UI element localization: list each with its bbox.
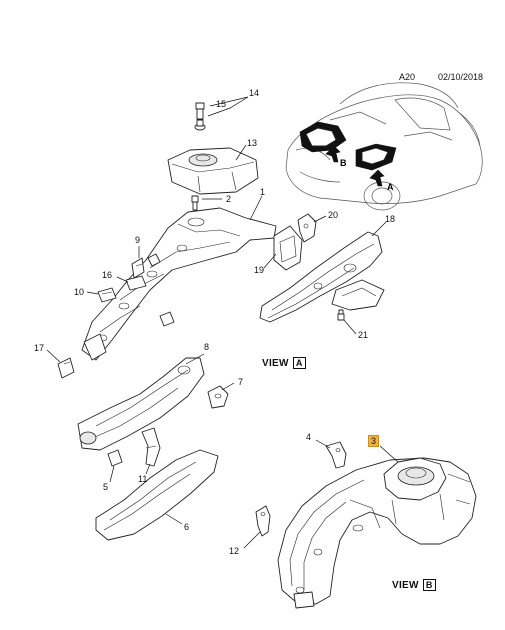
callout-6: 6 [184,522,190,532]
diagram-code: A20 [399,72,416,82]
bolt-2 [191,195,199,211]
bracket-4 [325,441,347,469]
nut-21 [337,309,345,321]
view-b-prefix: VIEW [392,580,419,591]
strut-mount-13 [167,147,259,195]
callout-20: 20 [328,210,339,220]
diagram-date: 02/10/2018 [438,72,484,82]
bracket-11 [141,427,161,467]
callout-21: 21 [358,330,369,340]
bracket-9 [131,257,145,279]
callout-18: 18 [385,214,396,224]
bracket-19 [273,225,303,271]
view-b-label: VIEW B [392,579,436,591]
upper-rail-18 [259,231,385,323]
bolt-14-15 [194,102,206,131]
bracket-7 [207,385,229,409]
callout-11: 11 [138,474,148,484]
bracket-12 [255,505,271,537]
bracket-16 [125,275,147,291]
callout-15: 15 [216,99,227,109]
bracket-20 [297,213,317,243]
callout-3-highlighted: 3 [368,435,380,447]
lower-rail-8 [77,357,205,451]
callout-2: 2 [226,194,232,204]
view-a-prefix: VIEW [262,358,289,369]
view-a-letter: A [292,357,306,369]
vehicle-outline [285,82,483,211]
callout-9: 9 [135,235,141,245]
view-b-letter: B [422,579,436,591]
callout-19: 19 [254,265,265,275]
callout-4: 4 [306,432,312,442]
callout-16: 16 [102,270,113,280]
view-b-arrow-label: B [340,158,347,168]
view-a-arrow-label: A [387,182,394,192]
callout-14: 14 [249,88,260,98]
callout-10: 10 [74,287,85,297]
bracket-5 [107,449,123,467]
wheelhouse-3 [277,457,477,609]
callout-17: 17 [34,343,45,353]
rail-extension-6 [95,449,219,541]
bracket-17 [57,357,75,379]
callout-1: 1 [260,187,266,197]
callout-8: 8 [204,342,210,352]
callout-13: 13 [247,138,258,148]
bracket-10 [97,287,117,303]
callout-7: 7 [238,377,244,387]
front-apron-1 [81,207,277,361]
callout-5: 5 [103,482,109,492]
view-a-label: VIEW A [262,357,306,369]
callout-12: 12 [229,546,240,556]
